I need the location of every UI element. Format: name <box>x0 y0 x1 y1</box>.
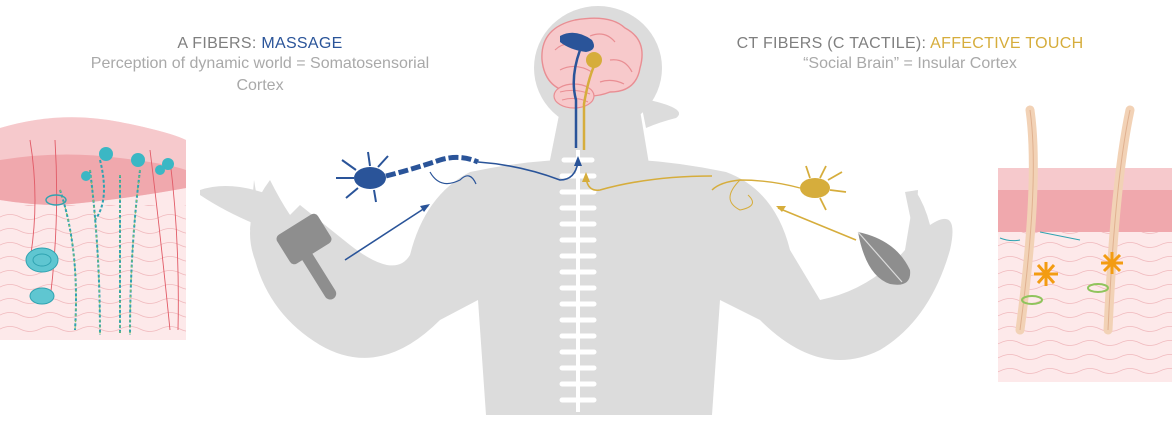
ct-fibers-title-prefix: CT FIBERS (C TACTILE): <box>736 35 931 52</box>
a-fibers-caption: A FIBERS: MASSAGE Perception of dynamic … <box>40 35 480 97</box>
massage-hammer-icon <box>276 213 337 300</box>
ct-fibers-subtitle: “Social Brain” = Insular Cortex <box>803 55 1017 72</box>
ct-fibers-title-accent: AFFECTIVE TOUCH <box>930 35 1084 52</box>
a-fibers-title: A FIBERS: MASSAGE <box>40 35 480 53</box>
brain-icon <box>541 17 643 150</box>
ct-fibers-title: CT FIBERS (C TACTILE): AFFECTIVE TOUCH <box>700 35 1120 53</box>
a-fibers-title-accent: MASSAGE <box>261 35 343 52</box>
a-fiber-neuron <box>336 151 582 261</box>
a-fibers-subtitle-line2: Cortex <box>236 77 284 94</box>
ct-receptor <box>1034 252 1123 286</box>
ct-fibers-caption: CT FIBERS (C TACTILE): AFFECTIVE TOUCH “… <box>700 35 1120 75</box>
a-fibers-subtitle-line1: Perception of dynamic world = Somatosens… <box>90 55 430 72</box>
feather-icon <box>857 231 911 285</box>
ct-fiber-neuron <box>582 165 857 241</box>
skin-cross-section-right <box>998 105 1172 382</box>
a-fibers-title-prefix: A FIBERS: <box>177 35 262 52</box>
skin-cross-section-left <box>0 117 186 340</box>
